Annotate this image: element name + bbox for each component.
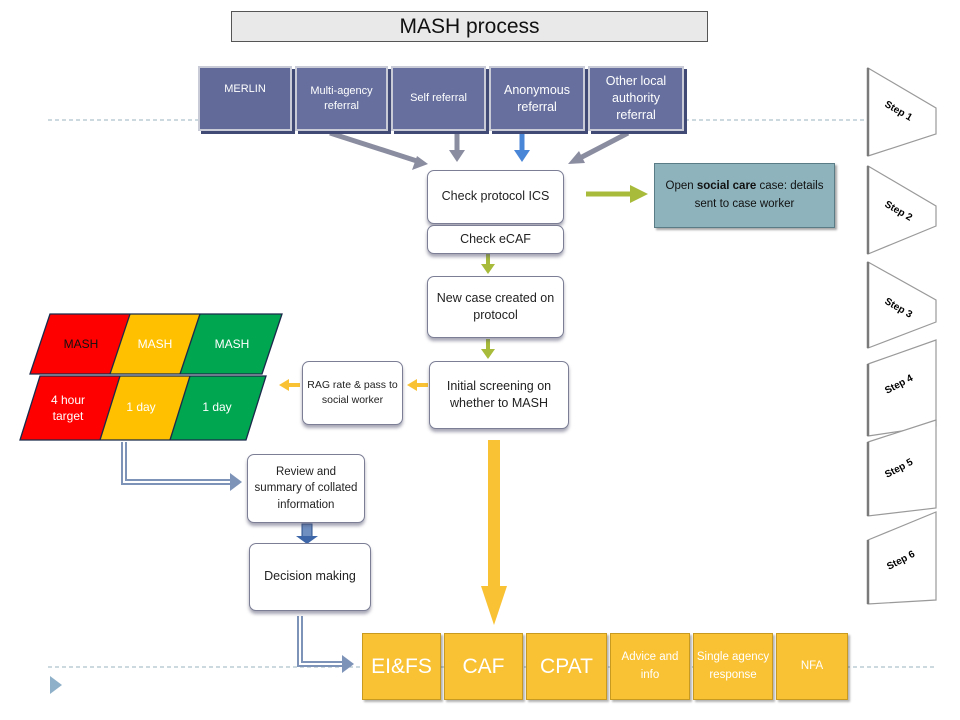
arrow-decision-to-outcomes xyxy=(297,616,344,667)
rag-bottom-green xyxy=(170,376,266,440)
social-care-prefix: Open xyxy=(665,180,697,193)
rag-top-green xyxy=(180,314,282,374)
arrow-to-rag-grid xyxy=(279,379,289,391)
arrow-rag-to-review xyxy=(121,442,232,485)
rag-bottom-amber-label: 1 day xyxy=(126,400,156,415)
rag-top-red-label: MASH xyxy=(63,337,99,352)
source-anonymous: Anonymous referral xyxy=(489,66,585,131)
rag-top-red xyxy=(30,314,130,374)
outcome-eifs: EI&FS xyxy=(362,633,441,700)
source-merlin: MERLIN xyxy=(198,66,292,131)
initial-screening-box: Initial screening on whether to MASH xyxy=(429,361,569,429)
rag-bottom-red xyxy=(20,376,120,440)
social-care-bold: social care xyxy=(696,180,757,193)
new-case-box: New case created on protocol xyxy=(427,276,564,338)
arrow-to-screening xyxy=(481,349,495,359)
source-other-local-authority: Other local authority referral xyxy=(588,66,684,131)
outcome-cpat: CPAT xyxy=(526,633,607,700)
social-care-box: Open social care case: details sent to c… xyxy=(654,163,835,228)
rag-top-amber-label: MASH xyxy=(137,337,173,352)
review-box: Review and summary of collated informati… xyxy=(247,454,365,523)
arrow-merlin xyxy=(329,130,421,165)
rag-rate-box: RAG rate & pass to social worker xyxy=(302,361,403,425)
social-care-suffix: case: details sent to case worker xyxy=(694,180,824,210)
rag-grid xyxy=(19,313,283,441)
rag-top-amber xyxy=(110,314,200,374)
rag-bottom-green-label: 1 day xyxy=(202,400,232,415)
outcome-nfa: NFA xyxy=(776,633,848,700)
outcome-advice-info: Advice and info xyxy=(610,633,690,700)
check-protocol-box: Check protocol ICS xyxy=(427,170,564,224)
check-ecaf-box: Check eCAF xyxy=(427,225,564,254)
step-chevrons xyxy=(867,66,937,605)
source-self-referral: Self referral xyxy=(391,66,486,131)
rag-top-green-label: MASH xyxy=(214,337,250,352)
arrow-to-outcomes xyxy=(488,440,500,588)
arrow-other xyxy=(578,130,630,161)
page-title: MASH process xyxy=(231,11,708,42)
arrow-to-rag xyxy=(407,379,417,391)
play-icon xyxy=(50,676,62,694)
outcome-caf: CAF xyxy=(444,633,523,700)
outcome-single-agency: Single agency response xyxy=(693,633,773,700)
source-multi-agency: Multi-agency referral xyxy=(295,66,388,131)
rag-bottom-red-label: 4 hour target xyxy=(50,393,86,423)
arrow-to-new-case xyxy=(481,264,495,274)
rag-bottom-amber xyxy=(100,376,190,440)
arrow-review-to-decision xyxy=(301,523,313,539)
decision-box: Decision making xyxy=(249,543,371,611)
